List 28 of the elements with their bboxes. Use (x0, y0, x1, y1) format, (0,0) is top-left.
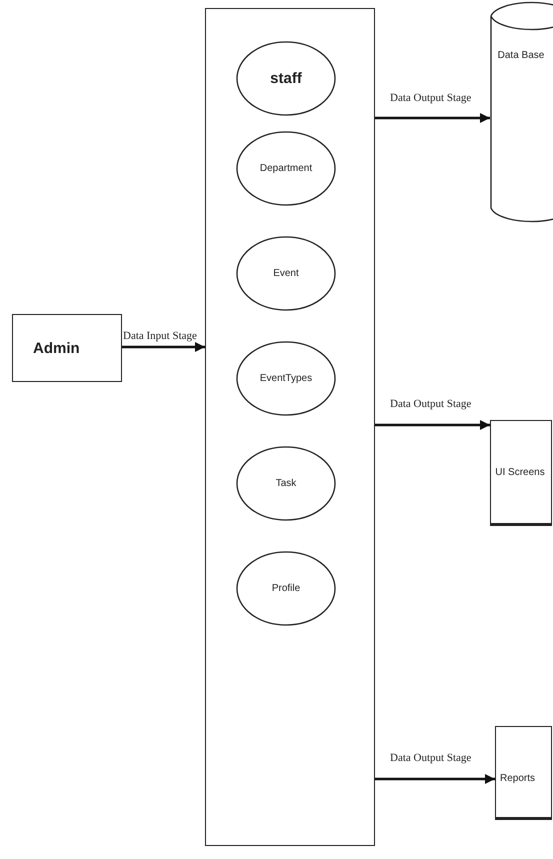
node-label: Profile (272, 583, 300, 594)
node-label: Reports (500, 773, 535, 784)
edge-label: Data Input Stage (122, 330, 198, 342)
node-label: UI Screens (495, 466, 545, 478)
edge-label: Data Output Stage (389, 398, 472, 410)
entity-ellipse (236, 446, 336, 521)
arrow (375, 774, 495, 784)
node-label: Department (260, 163, 312, 174)
entity-ellipse (236, 551, 336, 626)
node-label: EventTypes (260, 373, 312, 384)
entity-ellipse (236, 236, 336, 311)
entity-ellipse (236, 41, 336, 116)
node-label: staff (270, 70, 302, 87)
node-label: Admin (33, 340, 80, 356)
node-label: Data Base (496, 50, 546, 61)
arrow (122, 342, 205, 352)
edge-label: Data Output Stage (389, 752, 472, 764)
process-box (12, 314, 122, 382)
process-box (490, 420, 552, 526)
arrow (375, 420, 490, 430)
node-label: Task (276, 478, 296, 489)
edge-label: Data Output Stage (389, 92, 472, 104)
entity-ellipse (236, 341, 336, 416)
panel-box (205, 8, 375, 846)
arrow (375, 113, 490, 123)
entity-ellipse (236, 131, 336, 206)
node-label: Event (273, 268, 299, 279)
process-box (495, 726, 552, 820)
